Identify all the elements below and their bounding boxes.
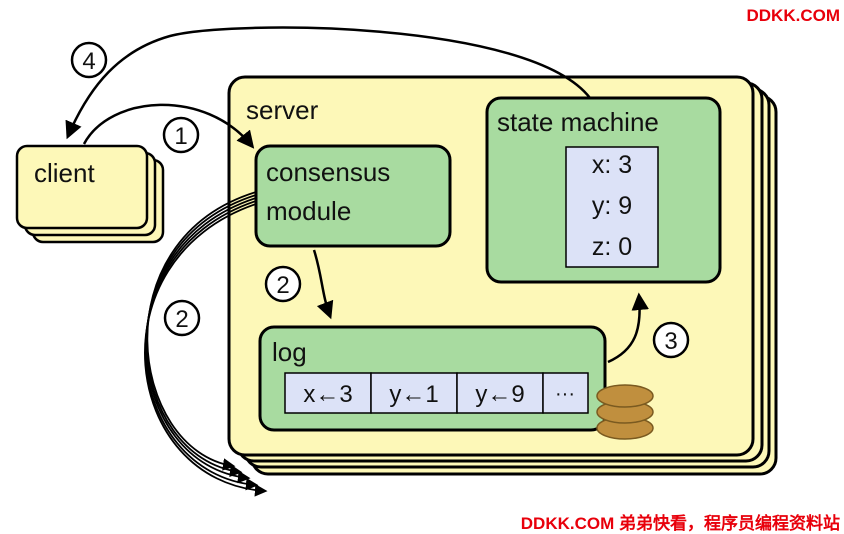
log-label: log: [272, 337, 307, 367]
step-circle-2-local: 2: [264, 265, 302, 303]
arrow-log-to-state-machine: [607, 292, 649, 364]
svg-text:1: 1: [174, 123, 187, 150]
arrow-consensus-to-log: [312, 249, 334, 320]
svg-text:2: 2: [276, 272, 289, 299]
log-entry-2: y←1: [389, 381, 438, 408]
client-label: client: [34, 158, 95, 188]
log-entry-cell: [456, 372, 544, 414]
svg-text:2: 2: [175, 306, 188, 333]
watermark-top: DDKK.COM: [747, 6, 841, 25]
log-entry-1: x←3: [303, 381, 352, 408]
log-entries: [284, 372, 589, 414]
state-machine-title: state machine: [497, 107, 659, 137]
arrow-state-machine-to-client: [65, 26, 591, 140]
state-vars-box: [565, 146, 659, 268]
consensus-module-box: [254, 144, 452, 248]
svg-text:3: 3: [664, 328, 677, 355]
client-stack: [15, 144, 165, 244]
step-circle-1: 1: [162, 116, 200, 154]
state-var-x: x: 3: [592, 151, 632, 179]
state-var-z: z: 0: [592, 233, 632, 261]
server-label: server: [246, 95, 319, 125]
consensus-label-line2: module: [266, 196, 351, 226]
arrow-client-to-consensus: [82, 103, 255, 149]
svg-text:4: 4: [82, 48, 95, 75]
arrows-replicate-to-peers: [144, 191, 268, 497]
state-var-y: y: 9: [592, 192, 632, 220]
log-entry-cell: [542, 372, 589, 414]
log-entry-3: y←9: [475, 381, 524, 408]
consensus-label-line1: consensus: [266, 157, 390, 187]
client-box: [15, 144, 149, 230]
watermark-bottom: DDKK.COM 弟弟快看，程序员编程资料站: [521, 513, 840, 533]
log-entry-more: ···: [555, 383, 575, 405]
disk-storage-icon: [596, 384, 654, 440]
step-circle-3: 3: [652, 321, 690, 359]
step-circle-4: 4: [70, 41, 108, 79]
step-circle-2-peers: 2: [163, 299, 201, 337]
